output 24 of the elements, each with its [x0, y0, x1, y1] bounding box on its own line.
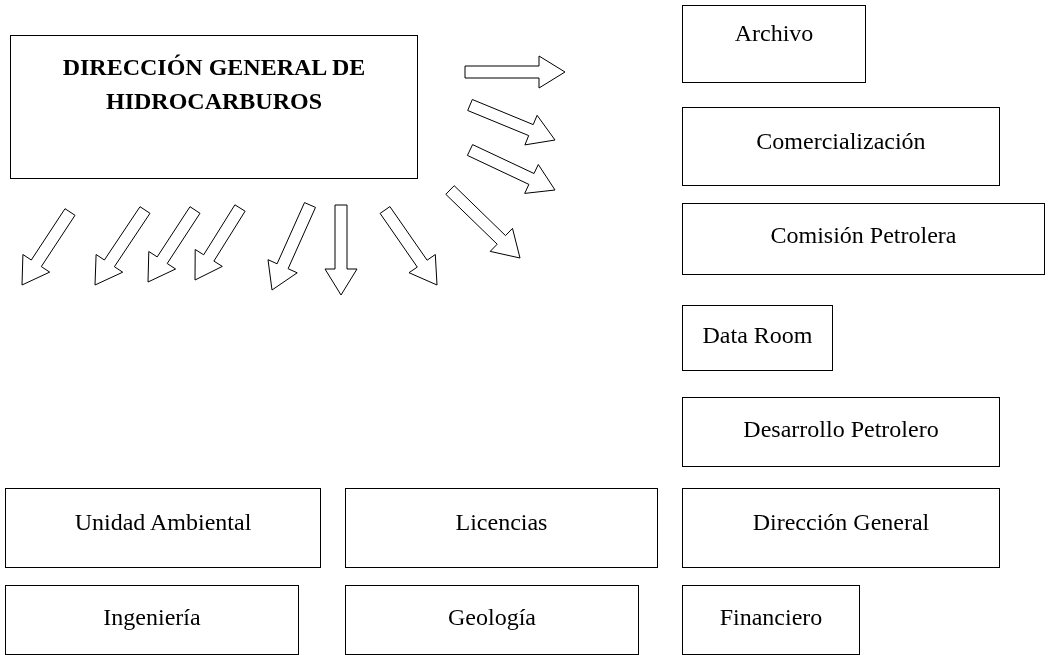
unit-box	[682, 585, 860, 655]
unit-box	[682, 5, 866, 83]
unit-box	[682, 305, 833, 371]
unit-box	[5, 585, 299, 655]
unit-box	[682, 397, 1000, 467]
unit-label: Licencias	[454, 509, 549, 536]
unit-label: Desarrollo Petrolero	[742, 416, 940, 443]
unit-box	[682, 488, 1000, 568]
unit-label: Comisión Petrolera	[769, 222, 958, 249]
unit-label: Archivo	[733, 20, 815, 47]
unit-box	[5, 488, 321, 568]
unit-label: Geología	[447, 604, 537, 631]
unit-box	[682, 107, 1000, 186]
unit-label: Unidad Ambiental	[73, 509, 253, 536]
title-box	[10, 35, 418, 179]
unit-label: Comercialización	[755, 128, 927, 155]
unit-box	[345, 585, 639, 655]
unit-box	[345, 488, 658, 568]
title-text: DIRECCIÓN GENERAL DE HIDROCARBUROS	[61, 53, 367, 116]
unit-label: Ingeniería	[102, 604, 202, 631]
unit-label: Data Room	[701, 322, 814, 349]
unit-label: Dirección General	[751, 509, 931, 536]
unit-label: Financiero	[718, 604, 824, 631]
unit-box	[682, 203, 1045, 275]
